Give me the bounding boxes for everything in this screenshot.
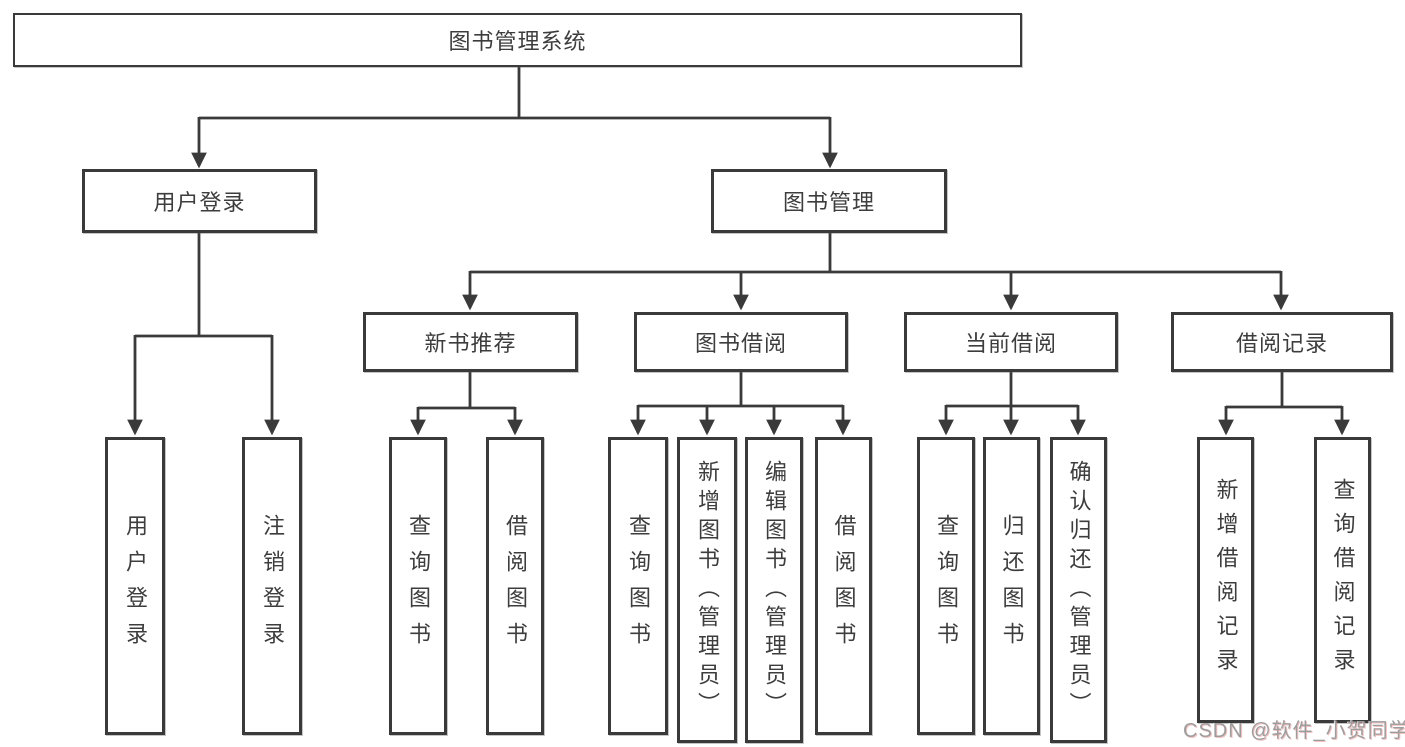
node-current-borrow: 当前借阅 [904, 312, 1118, 372]
node-add-borrow-record: 新增借阅记录 [1197, 437, 1254, 723]
node-borrow-book-recommend: 借阅图书 [486, 437, 544, 735]
node-query-book-current: 查询图书 [917, 437, 975, 735]
node-book-borrow: 图书借阅 [634, 312, 848, 372]
node-book-management: 图书管理 [711, 169, 947, 233]
node-borrow-book-leaf: 借阅图书 [815, 437, 872, 735]
node-borrow-record: 借阅记录 [1171, 312, 1393, 372]
node-add-book-admin: 新增图书（管理员） [677, 437, 737, 743]
node-user-login: 用户登录 [82, 169, 317, 233]
node-logout-leaf: 注销登录 [242, 437, 302, 735]
node-user-login-leaf: 用户登录 [105, 437, 165, 735]
node-query-book-borrow: 查询图书 [608, 437, 668, 735]
node-edit-book-admin: 编辑图书（管理员） [745, 437, 803, 743]
node-confirm-return-admin: 确认归还（管理员） [1050, 437, 1107, 743]
node-library-management-system: 图书管理系统 [13, 13, 1022, 67]
csdn-watermark: CSDN @软件_小贺同学 [1183, 720, 1405, 742]
node-query-book-recommend: 查询图书 [389, 437, 447, 735]
node-new-book-recommend: 新书推荐 [363, 312, 578, 372]
node-return-book: 归还图书 [983, 437, 1040, 735]
node-query-borrow-record: 查询借阅记录 [1314, 437, 1371, 723]
